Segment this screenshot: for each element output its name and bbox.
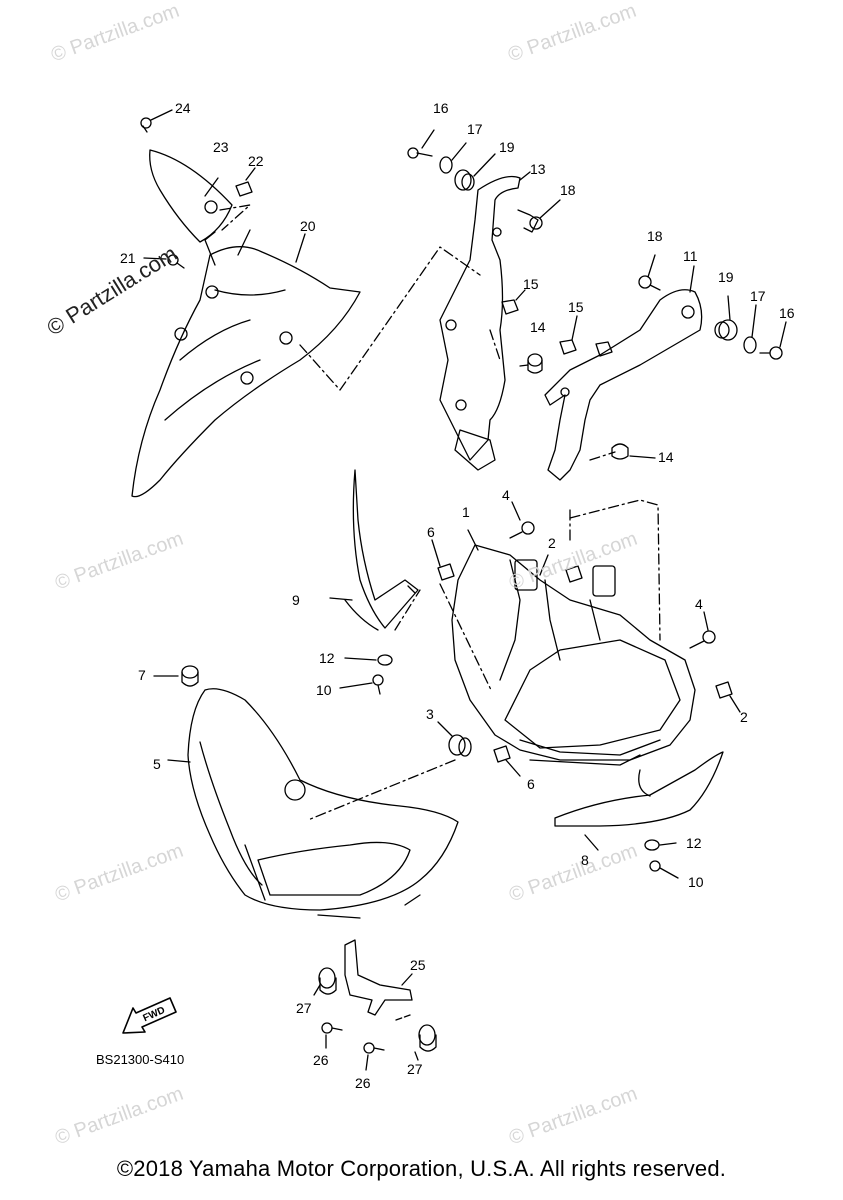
part-23-cover	[149, 149, 233, 243]
part-18-pin	[517, 199, 561, 233]
part-6-clips	[431, 539, 521, 777]
copyright-notice: ©2018 Yamaha Motor Corporation, U.S.A. A…	[116, 1156, 727, 1181]
part-18-pin-right	[638, 254, 661, 291]
callout-5: 5	[153, 756, 161, 772]
part-12-10-right	[644, 839, 679, 879]
part-21-bolt	[143, 254, 185, 269]
callout-7: 7	[138, 667, 146, 683]
callout-12-right: 12	[686, 835, 702, 851]
callout-24: 24	[175, 100, 191, 116]
callout-6-right: 6	[527, 776, 535, 792]
part-1-headlight	[451, 529, 696, 766]
part-20-side-cowl	[131, 229, 361, 498]
callout-17: 17	[467, 121, 483, 137]
callout-23: 23	[213, 139, 229, 155]
callout-1: 1	[462, 504, 470, 520]
part-22-nut	[235, 167, 256, 197]
part-25-stay	[313, 939, 437, 1071]
callout-8: 8	[581, 852, 589, 868]
callout-10: 10	[316, 682, 332, 698]
part-14-collar-right	[611, 443, 656, 460]
part-15-clip-left	[501, 289, 526, 315]
part-24-screw	[140, 109, 173, 133]
part-3-grommet	[437, 721, 472, 757]
callout-17-right: 17	[750, 288, 766, 304]
callout-9: 9	[292, 592, 300, 608]
callout-26-lower: 26	[355, 1075, 371, 1091]
callout-12: 12	[319, 650, 335, 666]
callout-15-right: 15	[568, 299, 584, 315]
callout-25: 25	[410, 957, 426, 973]
part-9-side-panel	[329, 469, 419, 631]
callout-13: 13	[530, 161, 546, 177]
callout-15: 15	[523, 276, 539, 292]
callout-22: 22	[248, 153, 264, 169]
callout-10-right: 10	[688, 874, 704, 890]
callout-4-right: 4	[695, 596, 703, 612]
callout-6: 6	[427, 524, 435, 540]
part-8-lower-panel	[554, 751, 724, 851]
callout-18: 18	[560, 182, 576, 198]
callout-27: 27	[296, 1000, 312, 1016]
fwd-arrow-icon	[122, 997, 177, 1034]
diagram-code: BS21300-S410	[96, 1052, 185, 1067]
callout-4: 4	[502, 487, 510, 503]
leader-lines	[219, 204, 661, 821]
part-4-bolts	[509, 501, 716, 649]
callout-19: 19	[499, 139, 515, 155]
callout-2-right: 2	[740, 709, 748, 725]
callout-14: 14	[530, 319, 546, 335]
callout-19-right: 19	[718, 269, 734, 285]
part-16-17-19-left	[407, 129, 496, 191]
callout-3: 3	[426, 706, 434, 722]
callout-27-right: 27	[407, 1061, 423, 1077]
callout-20: 20	[300, 218, 316, 234]
callout-11: 11	[683, 248, 698, 264]
part-14-collar-left	[519, 353, 543, 374]
part-11-bracket	[544, 265, 703, 481]
callout-26: 26	[313, 1052, 329, 1068]
part-5-front-cowl	[167, 688, 459, 919]
callout-21: 21	[120, 250, 136, 266]
callout-16: 16	[433, 100, 449, 116]
part-7-grommet	[153, 665, 199, 687]
callout-18-right: 18	[647, 228, 663, 244]
part-15-clips-right	[559, 315, 613, 357]
callout-14-right: 14	[658, 449, 674, 465]
part-19-17-16-right	[714, 295, 787, 360]
callout-16-right: 16	[779, 305, 795, 321]
callout-2: 2	[548, 535, 556, 551]
part-12-10-left	[339, 654, 393, 695]
part-2-nuts	[565, 565, 741, 713]
part-13-bracket	[439, 171, 531, 471]
